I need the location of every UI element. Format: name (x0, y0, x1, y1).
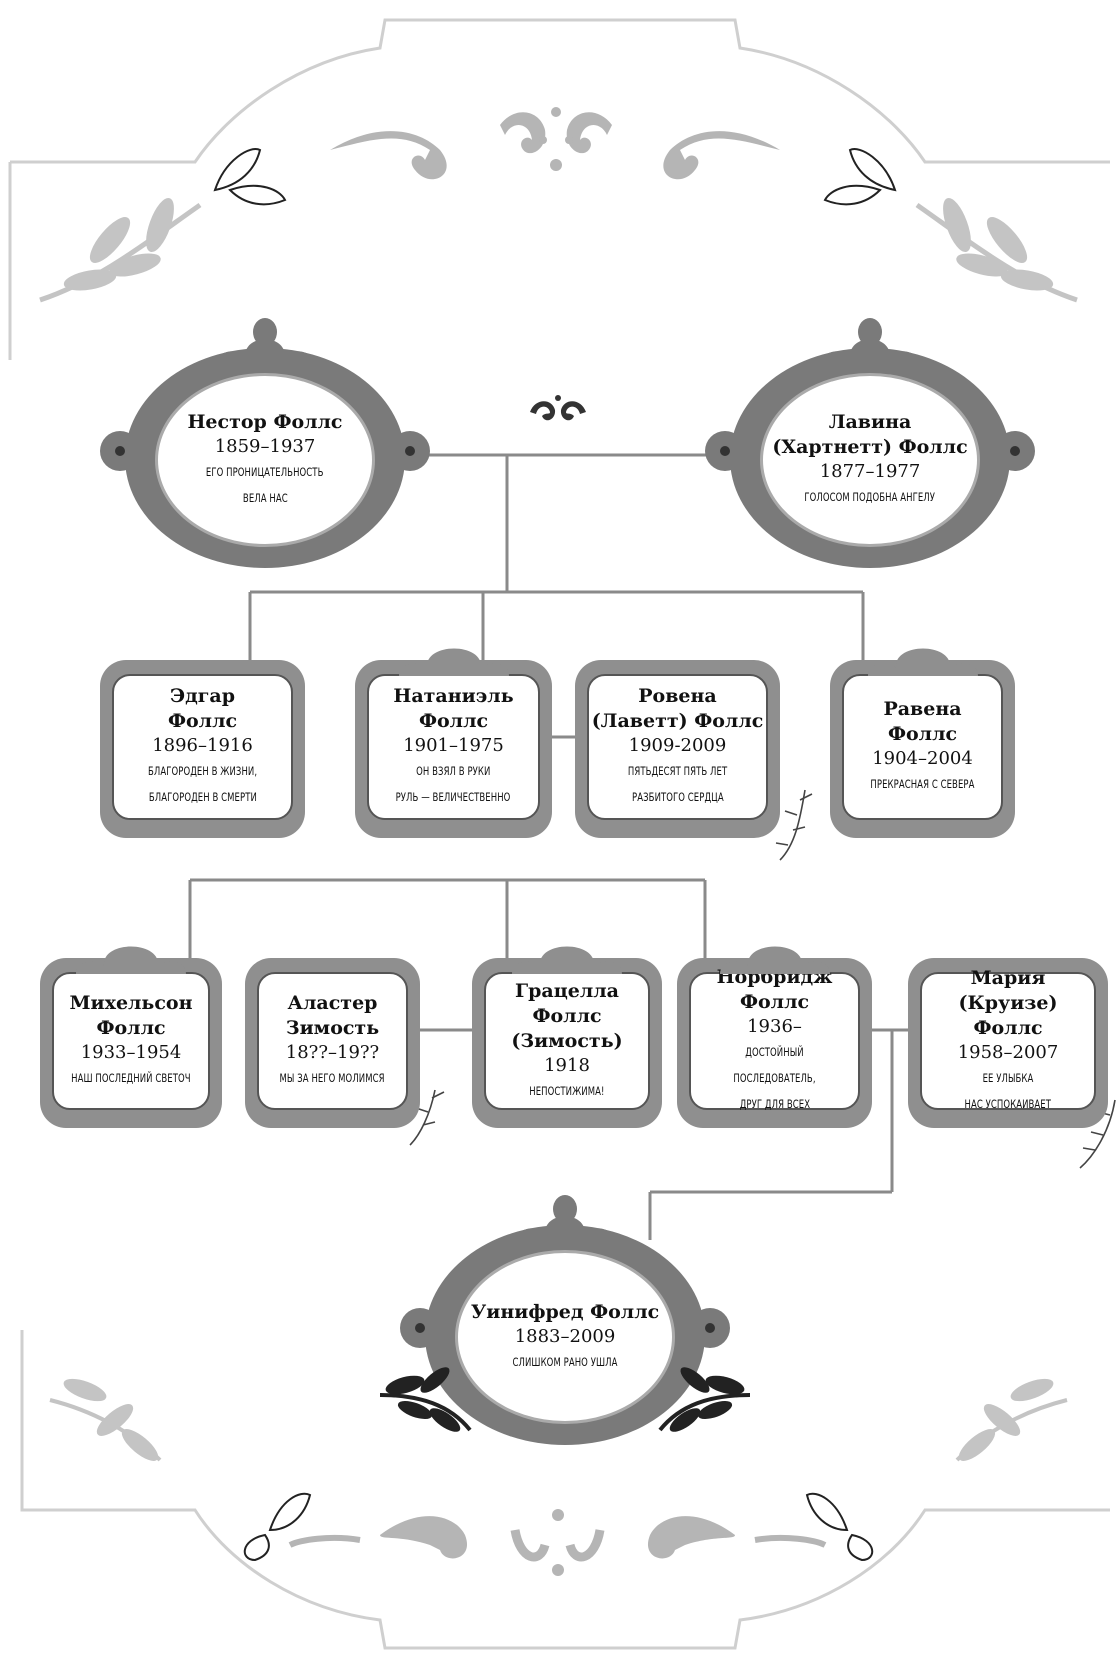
node-edgar: Эдгар Фоллс 1896–1916 Благороден в жизни… (100, 660, 305, 838)
name: Нестор Фоллс (187, 410, 343, 433)
name-line-1: Мария (Круизе) (958, 966, 1058, 1014)
years: 1918 (544, 1054, 590, 1076)
years: 1936– (747, 1016, 802, 1037)
epitaph-line-2: друг для всех (739, 1097, 810, 1111)
epitaph-line-1: Достойный последователь, (733, 1045, 816, 1085)
years: 1909-2009 (628, 735, 727, 756)
name-line-1: Лавина (828, 411, 912, 433)
node-alaster: Аластер Зимость 18??–19?? Мы за него мол… (245, 958, 420, 1128)
epitaph-line-2: руль — величественно (396, 790, 511, 804)
node-mikhelson: Михельсон Фоллс 1933–1954 Наш последний … (40, 946, 222, 1128)
name-line-2: Фоллс (973, 1016, 1043, 1039)
crest-ornament (398, 648, 509, 676)
name-line-1: Эдгар (169, 685, 235, 707)
node-maria: Мария (Круизе) Фоллс 1958–2007 Ее улыбка… (908, 958, 1108, 1128)
bottom-leaf-outline (243, 1492, 874, 1562)
years: 1901–1975 (403, 735, 504, 756)
epitaph-line-2: разбитого сердца (631, 790, 724, 804)
epitaph-line-1: Пятьдесят пять лет (627, 764, 728, 778)
name-line-1: Равена (883, 698, 962, 720)
name-line-2: Зимость (285, 1017, 380, 1039)
epitaph-line-1: Он взял в руки (416, 764, 491, 778)
center-ornament (530, 395, 586, 421)
name-line-2: (Хартнетт) Фоллс (772, 436, 968, 458)
name-line-2: Фоллс (532, 1004, 602, 1027)
node-norbridge: Норбридж Фоллс 1936– Достойный последова… (677, 946, 872, 1128)
name-line-1: Натаниэль (393, 685, 514, 707)
top-leaf-outline (213, 148, 897, 206)
years: 1896–1916 (152, 735, 253, 756)
epitaph-line-1: Голосом подобна ангелу (804, 490, 936, 504)
epitaph-line-1: Мы за него молимся (279, 1071, 386, 1085)
node-gracella: Грацелла Фоллс (Зимость) 1918 Непостижим… (472, 946, 662, 1128)
crest-ornament (719, 946, 830, 974)
epitaph-line-1: Прекрасная с севера (870, 777, 975, 791)
epitaph-line-1: Непостижима! (529, 1083, 605, 1098)
epitaph-line-1: Его проницательность (206, 464, 324, 479)
years: 1904–2004 (872, 748, 973, 769)
node-nathaniel: Натаниэль Фоллс 1901–1975 Он взял в руки… (355, 648, 552, 838)
epitaph-line-1: Наш последний светоч (71, 1071, 191, 1085)
name-line-1: Ровена (638, 685, 717, 707)
epitaph-line-2: нас успокаивает (964, 1096, 1052, 1111)
bottom-ornament (288, 1509, 827, 1576)
epitaph-line-2: вела нас (242, 490, 288, 505)
name-line-2: (Лаветт) Фоллс (591, 710, 764, 732)
years: 18??–19?? (285, 1042, 380, 1063)
top-ornament (330, 107, 780, 180)
node-nestor: Нестор Фоллс 1859–1937 Его проницательно… (100, 318, 430, 580)
crest-ornament (76, 946, 186, 974)
crest-ornament (867, 648, 978, 676)
years: 1859–1937 (214, 435, 316, 457)
name-line-1: Михельсон (69, 992, 193, 1014)
laurel-branches (380, 1367, 750, 1432)
name-line-2: Фоллс (887, 723, 958, 745)
node-rowena: Ровена (Лаветт) Фоллс 1909-2009 Пятьдеся… (575, 660, 780, 838)
name-line-2: Фоллс (739, 991, 810, 1013)
name-line-1: Аластер (287, 992, 378, 1014)
years: 1933–1954 (80, 1042, 182, 1063)
years: 1958–2007 (957, 1041, 1059, 1063)
node-winifred: Уинифред Фоллс 1883–2009 Слишком рано уш… (380, 1195, 750, 1457)
node-ravena: Равена Фоллс 1904–2004 Прекрасная с севе… (830, 648, 1015, 838)
top-branches (39, 197, 1078, 303)
name-line-2: Фоллс (418, 710, 489, 732)
name: Уинифред Фоллс (470, 1300, 660, 1323)
bottom-branches (49, 1378, 1068, 1462)
node-lavina: Лавина (Хартнетт) Фоллс 1877–1977 Голосо… (705, 318, 1035, 580)
name-line-2: Фоллс (96, 1017, 166, 1039)
name-line-3: (Зимость) (511, 1029, 623, 1052)
years: 1883–2009 (514, 1325, 616, 1347)
name-line-2: Фоллс (167, 710, 238, 732)
crest-ornament (512, 946, 622, 974)
name-line-1: Грацелла (515, 979, 619, 1002)
sprigs (409, 789, 1116, 1169)
years: 1877–1977 (819, 461, 921, 482)
epitaph-line-1: Ее улыбка (982, 1070, 1034, 1085)
connector-lines (188, 453, 912, 1240)
epitaph-line-1: Благороден в жизни, (147, 764, 258, 778)
epitaph-line-2: благороден в смерти (148, 790, 257, 804)
epitaph-line-1: Слишком рано ушла (512, 1354, 618, 1369)
